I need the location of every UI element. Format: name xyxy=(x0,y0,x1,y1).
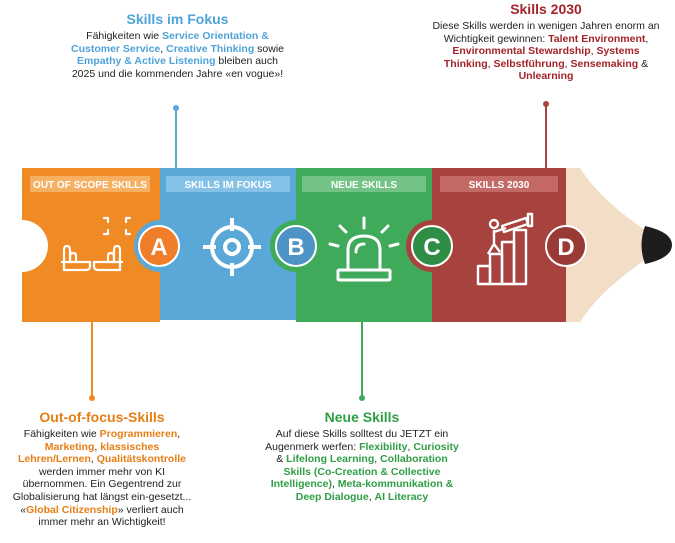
banner-neue-skills xyxy=(302,176,426,192)
skills-im-fokus-text: Skills im Fokus Fähigkeiten wie Service … xyxy=(70,10,285,80)
circle-d xyxy=(545,225,587,267)
neue-text-4: , xyxy=(374,453,381,466)
connector-lines xyxy=(89,101,549,401)
s2030-text-6: & xyxy=(638,57,649,70)
neue-text-2: , xyxy=(407,440,414,453)
skills-2030-text: Skills 2030 Diese Skills werden in wenig… xyxy=(430,0,662,83)
circle-b-label: B xyxy=(287,234,304,261)
oof-text-5: werden immer mehr von KI übernommen. Ein… xyxy=(12,465,192,516)
s2030-text-1: Diese Skills werden in wenigen Jahren en… xyxy=(432,20,660,45)
banner-neue-skills-label: NEUE SKILLS xyxy=(331,180,397,191)
segment-out-of-scope: OUT OF SCOPE SKILLS xyxy=(22,168,160,322)
neue-highlight-3: Lifelong Learning xyxy=(286,453,375,466)
fokus-text-2: , xyxy=(160,42,167,55)
segment-neue-skills: NEUE SKILLS xyxy=(270,168,432,322)
fokus-highlight-1: Service Orientation & Customer Service xyxy=(70,30,269,55)
neue-highlight-4: Collaboration Skills (Co-Creation & Coll… xyxy=(270,453,448,491)
neue-text-6: , xyxy=(368,490,375,503)
oof-highlight-2: Marketing xyxy=(44,440,95,453)
fokus-highlight-2: Creative Thinking xyxy=(166,42,255,55)
s2030-highlight-6: Unlearning xyxy=(518,70,574,83)
oof-highlight-1: Programmieren xyxy=(99,428,178,440)
out-of-focus-text: Out-of-focus-Skills Fähigkeiten wie Prog… xyxy=(12,408,192,529)
fokus-text-1: Fähigkeiten wie xyxy=(86,30,163,42)
fokus-text-4: bleiben auch 2025 und die kommenden Jahr… xyxy=(71,55,284,80)
out-of-focus-title: Out-of-focus-Skills xyxy=(39,409,165,425)
oof-text-3: , xyxy=(94,440,101,453)
oof-highlight-3: klassisches Lehren/Lernen xyxy=(17,440,160,466)
s2030-highlight-1: Talent Environment xyxy=(548,32,646,45)
circle-c xyxy=(411,225,453,267)
circle-a xyxy=(138,225,180,267)
s2030-text-4: , xyxy=(487,57,494,70)
neue-highlight-1: Flexibility xyxy=(359,440,408,453)
s2030-text-2: , xyxy=(645,32,649,45)
neue-highlight-2: Curiosity xyxy=(413,440,459,453)
letter-circles: A B C D xyxy=(138,225,587,267)
banner-skills-im-fokus-label: SKILLS IM FOKUS xyxy=(184,180,272,191)
skills-im-fokus-title: Skills im Fokus xyxy=(126,11,229,27)
skills-2030-title: Skills 2030 xyxy=(510,1,582,17)
oof-highlight-5: Global Citizenship xyxy=(26,503,118,516)
telescope-stairs-icon xyxy=(476,212,534,286)
fokus-highlight-3: Empathy & Active Listening xyxy=(77,55,216,68)
neue-highlight-5: Meta-kommunikation & Deep Dialogue xyxy=(295,478,454,503)
s2030-highlight-5: Sensemaking xyxy=(570,57,639,70)
neue-highlight-6: AI Literacy xyxy=(374,490,429,503)
s2030-highlight-4: Selbstführung xyxy=(493,57,565,70)
segment-skills-2030: SKILLS 2030 xyxy=(406,168,566,322)
banner-out-of-scope-label: OUT OF SCOPE SKILLS xyxy=(33,180,147,191)
circle-c-label: C xyxy=(423,234,440,261)
banner-skills-2030 xyxy=(440,176,558,192)
banner-out-of-scope xyxy=(30,176,150,192)
oof-text-2: , xyxy=(177,428,181,440)
oof-text-4: , xyxy=(90,453,97,466)
s2030-highlight-3: Systems Thinking xyxy=(443,45,640,70)
s2030-highlight-2: Environmental Stewardship xyxy=(452,45,591,58)
fokus-text-3: sowie xyxy=(254,42,284,55)
oof-highlight-4: Qualitätskontrolle xyxy=(96,453,187,466)
neue-text-1: Auf diese Skills solltest du JETZT ein A… xyxy=(265,428,449,453)
neue-skills-text: Neue Skills Auf diese Skills solltest du… xyxy=(262,408,462,504)
s2030-text-3: , xyxy=(590,45,597,58)
neue-text-3: & xyxy=(276,453,287,466)
pencil-tip xyxy=(566,168,672,322)
circle-a-label: A xyxy=(150,234,167,261)
oof-text-1: Fähigkeiten wie xyxy=(23,428,100,440)
hands-frame-icon xyxy=(60,216,132,272)
neue-text-5: , xyxy=(331,478,338,491)
target-icon xyxy=(203,218,261,276)
banner-skills-im-fokus xyxy=(166,176,290,192)
circle-d-label: D xyxy=(557,234,574,261)
alarm-beacon-icon xyxy=(328,216,400,282)
neue-skills-title: Neue Skills xyxy=(324,409,400,425)
banner-skills-2030-label: SKILLS 2030 xyxy=(469,180,530,191)
s2030-text-5: , xyxy=(564,57,571,70)
segment-skills-im-fokus: SKILLS IM FOKUS xyxy=(134,168,296,320)
oof-text-6: » verliert auch immer mehr an Wichtigkei… xyxy=(38,503,184,529)
circle-b xyxy=(275,225,317,267)
